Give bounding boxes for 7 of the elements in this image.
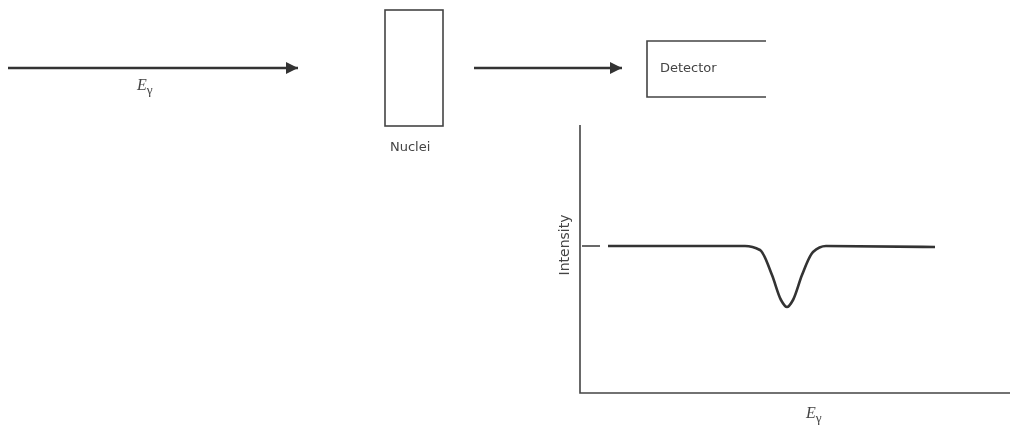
sample-label: Nuclei [390,139,431,154]
arrow [8,62,298,74]
axis-label: E$_{γ}$ [806,404,822,427]
axis-label: Intensity [556,214,573,276]
arrow [474,62,622,74]
edge-label: E$_{γ}$ [137,76,153,99]
detector-label: Detector [660,60,717,75]
